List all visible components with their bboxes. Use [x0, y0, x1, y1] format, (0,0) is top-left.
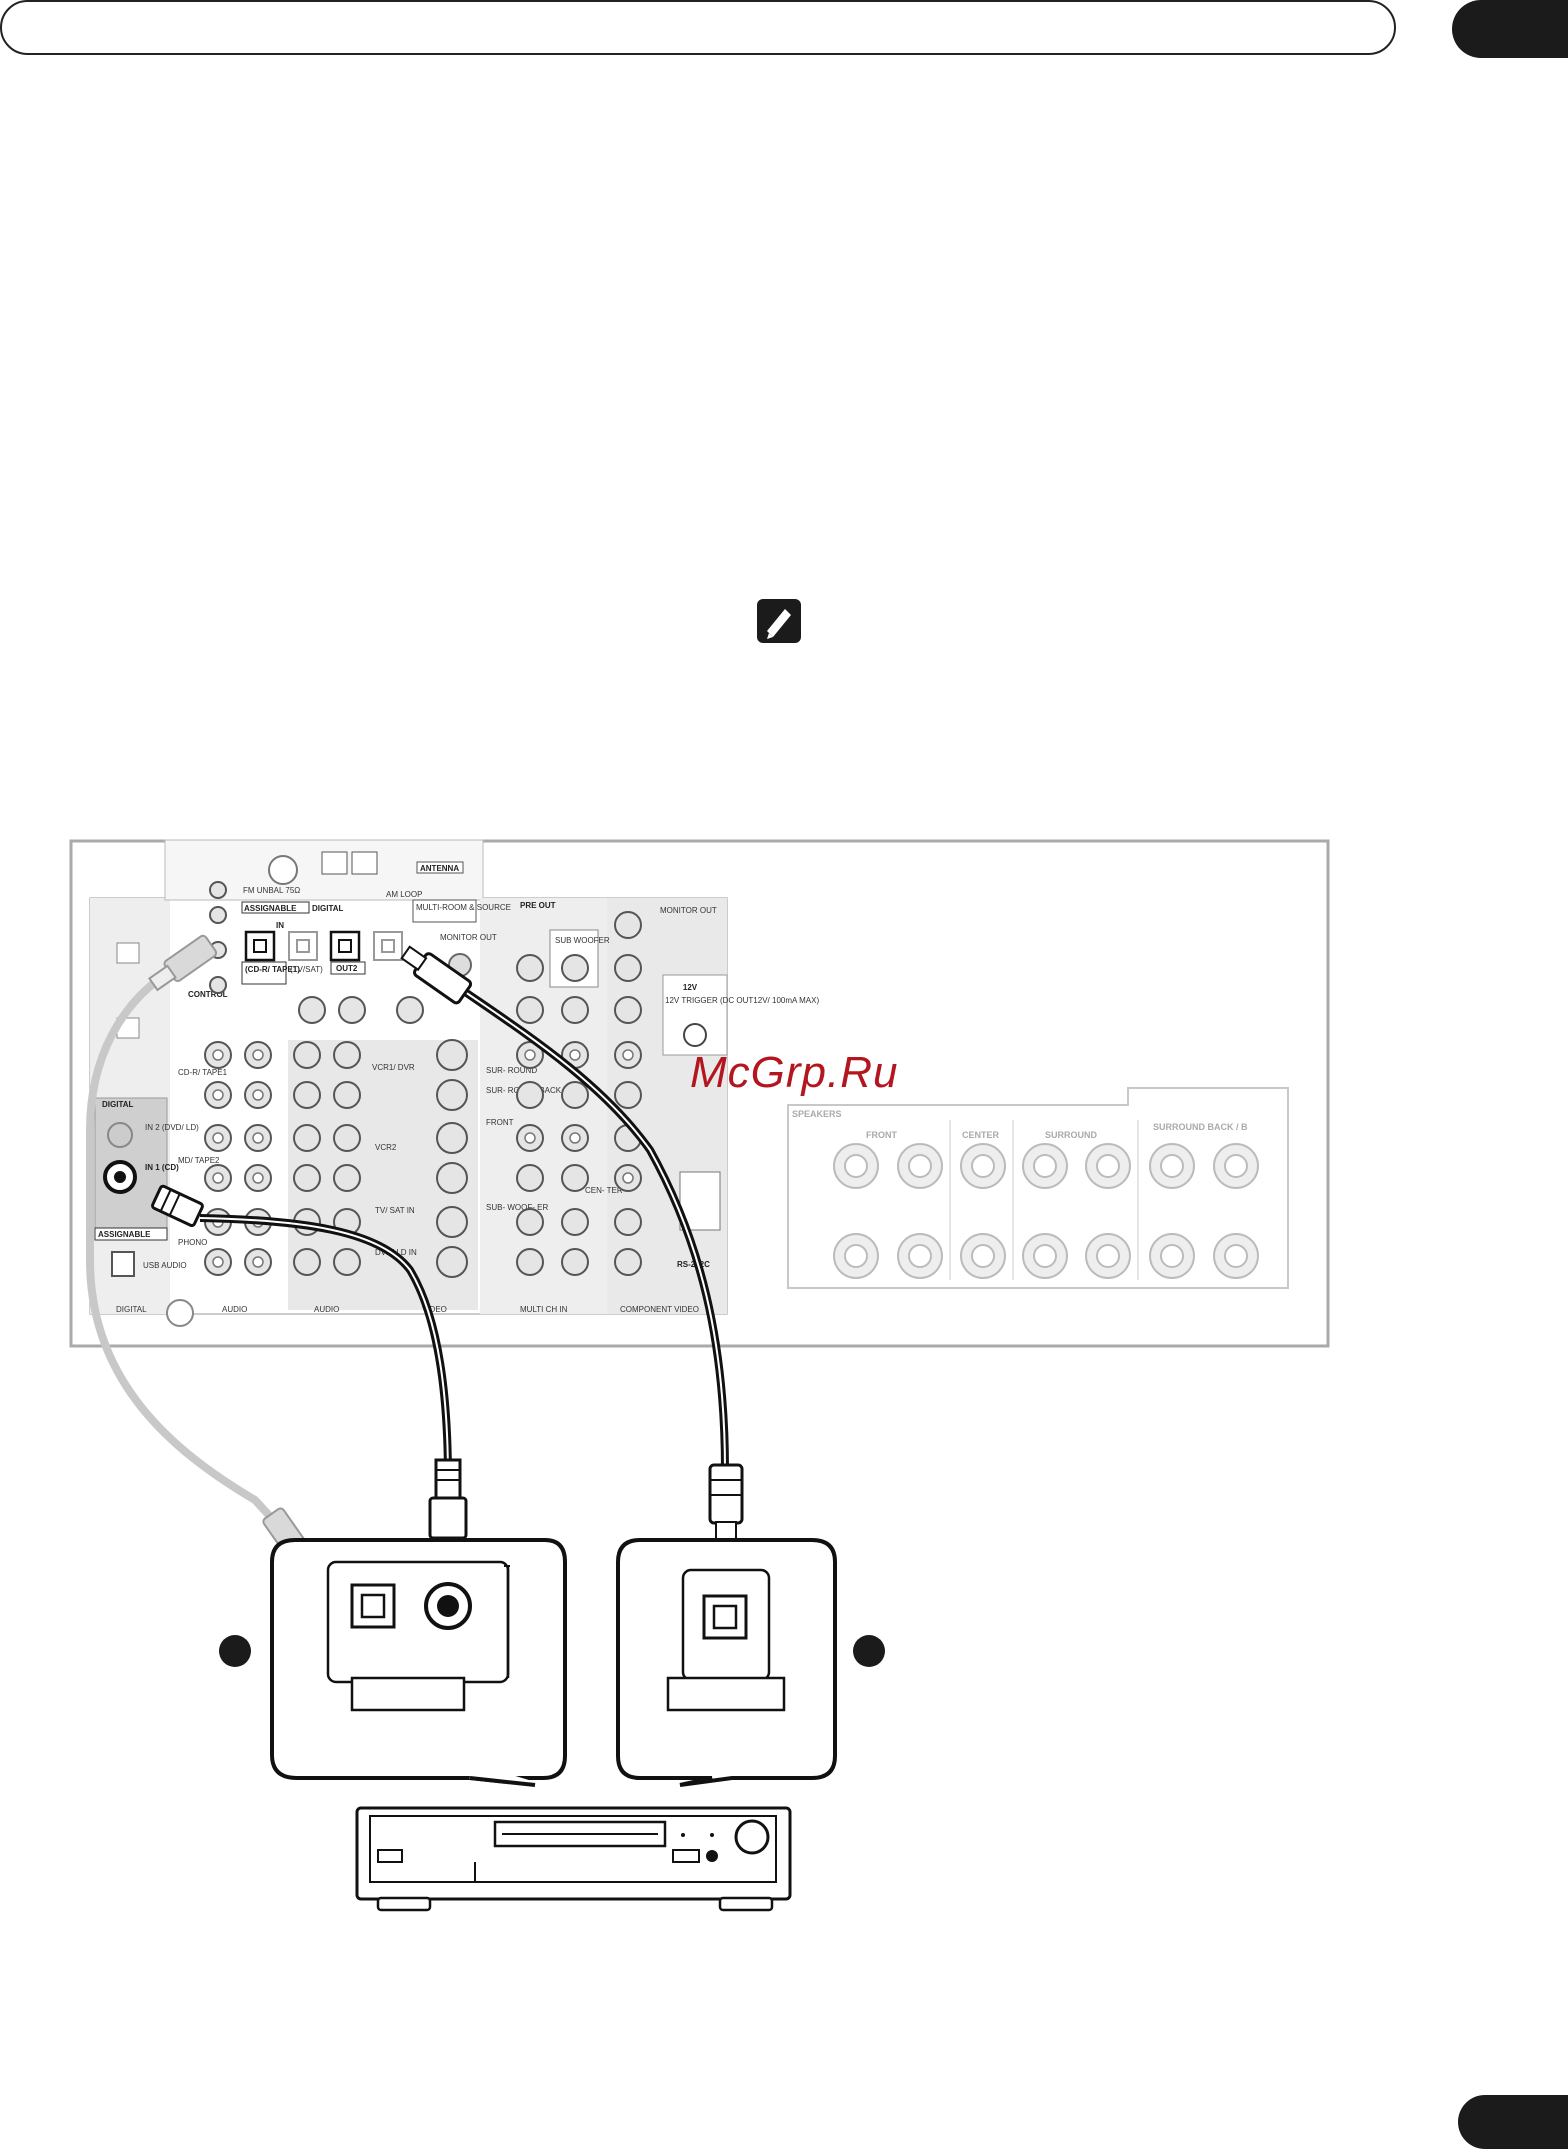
bottom-audio2-label: AUDIO [314, 1305, 339, 1314]
speaker-surround-label: SURROUND [1045, 1130, 1098, 1140]
vcr2-label: VCR2 [375, 1143, 397, 1152]
pre-out-label: PRE OUT [520, 901, 556, 910]
recorder-digital-input [666, 1568, 786, 1712]
speakers-label: SPEAKERS [792, 1109, 842, 1119]
surround-label: SUR- ROUND [486, 1066, 537, 1075]
bottom-component-label: COMPONENT VIDEO [620, 1305, 699, 1314]
sub-woofer-label: SUB WOOFER [555, 936, 610, 945]
chapter-tab [1452, 0, 1568, 58]
center-label: CEN- TER [585, 1186, 623, 1195]
assignable-label: ASSIGNABLE [244, 904, 297, 913]
player-digital-outputs [326, 1560, 510, 1712]
out2-label: OUT2 [336, 964, 358, 973]
rs232c-label: RS-232C [677, 1260, 710, 1269]
speaker-surround-back-label: SURROUND BACK / B [1153, 1122, 1248, 1132]
header-bar [0, 0, 1396, 55]
trigger-label: 12V [683, 983, 698, 992]
monitor-out-label: MONITOR OUT [440, 933, 497, 942]
speaker-center-label: CENTER [962, 1130, 1000, 1140]
in-label: IN [276, 921, 284, 930]
page-number-tab [1458, 2095, 1568, 2149]
tv-sat-in-label: TV/ SAT IN [375, 1206, 415, 1215]
coax-plug-top [151, 1184, 204, 1227]
antenna-label: ANTENNA [420, 864, 459, 873]
optical-cable-gray [86, 964, 314, 1564]
bottom-multi-label: MULTI CH IN [520, 1305, 568, 1314]
source-component-device [355, 1806, 792, 1912]
optical-plug-bottom [708, 1463, 744, 1549]
phono-label: PHONO [178, 1238, 207, 1247]
bottom-digital-label: DIGITAL [116, 1305, 147, 1314]
speaker-terminals-panel: SPEAKERS FRONT CENTER SURROUND SURROUND … [787, 1087, 1289, 1289]
gray-plug-top [148, 934, 218, 992]
md-tape2-row-label: MD/ TAPE2 [178, 1156, 220, 1165]
speaker-front-label: FRONT [866, 1130, 897, 1140]
front-label: FRONT [486, 1118, 514, 1127]
digital-side-label: DIGITAL [102, 1100, 134, 1109]
in-dvd-ld-label: IN 2 (DVD/ LD) [145, 1123, 199, 1132]
sub-woofer-in-label: SUB- WOOF- ER [486, 1203, 548, 1212]
digital-top-label: DIGITAL [312, 904, 344, 913]
note-icon [757, 599, 801, 643]
fm-label: FM UNBAL 75Ω [243, 886, 300, 895]
vcr1-dvr-label: VCR1/ DVR [372, 1063, 415, 1072]
cd-r-tape1-row-label: CD-R/ TAPE1 [178, 1068, 228, 1077]
step-marker-right [853, 1635, 885, 1667]
bottom-video-label: VIDEO [422, 1305, 447, 1314]
monitor-out-component-label: MONITOR OUT [660, 906, 717, 915]
cd-r-tape1-label: (CD-R/ TAPE1) [245, 965, 300, 974]
control-label: CONTROL [188, 990, 228, 999]
usb-audio-label: USB AUDIO [143, 1261, 187, 1270]
tv-sat-label: (TV/SAT) [290, 965, 323, 974]
assignable-side-label: ASSIGNABLE [98, 1230, 151, 1239]
trigger-description: 12V TRIGGER (DC OUT12V/ 100mA MAX) [665, 996, 819, 1005]
am-loop-label: AM LOOP [386, 890, 422, 899]
watermark-text: McGrp.Ru [690, 1048, 899, 1097]
step-marker-left [219, 1635, 251, 1667]
optical-plug-top [400, 945, 473, 1005]
in-cd-label: IN 1 (CD) [145, 1163, 179, 1172]
bottom-audio-label: AUDIO [222, 1305, 247, 1314]
multiroom-label: MULTI-ROOM & SOURCE [416, 903, 511, 912]
